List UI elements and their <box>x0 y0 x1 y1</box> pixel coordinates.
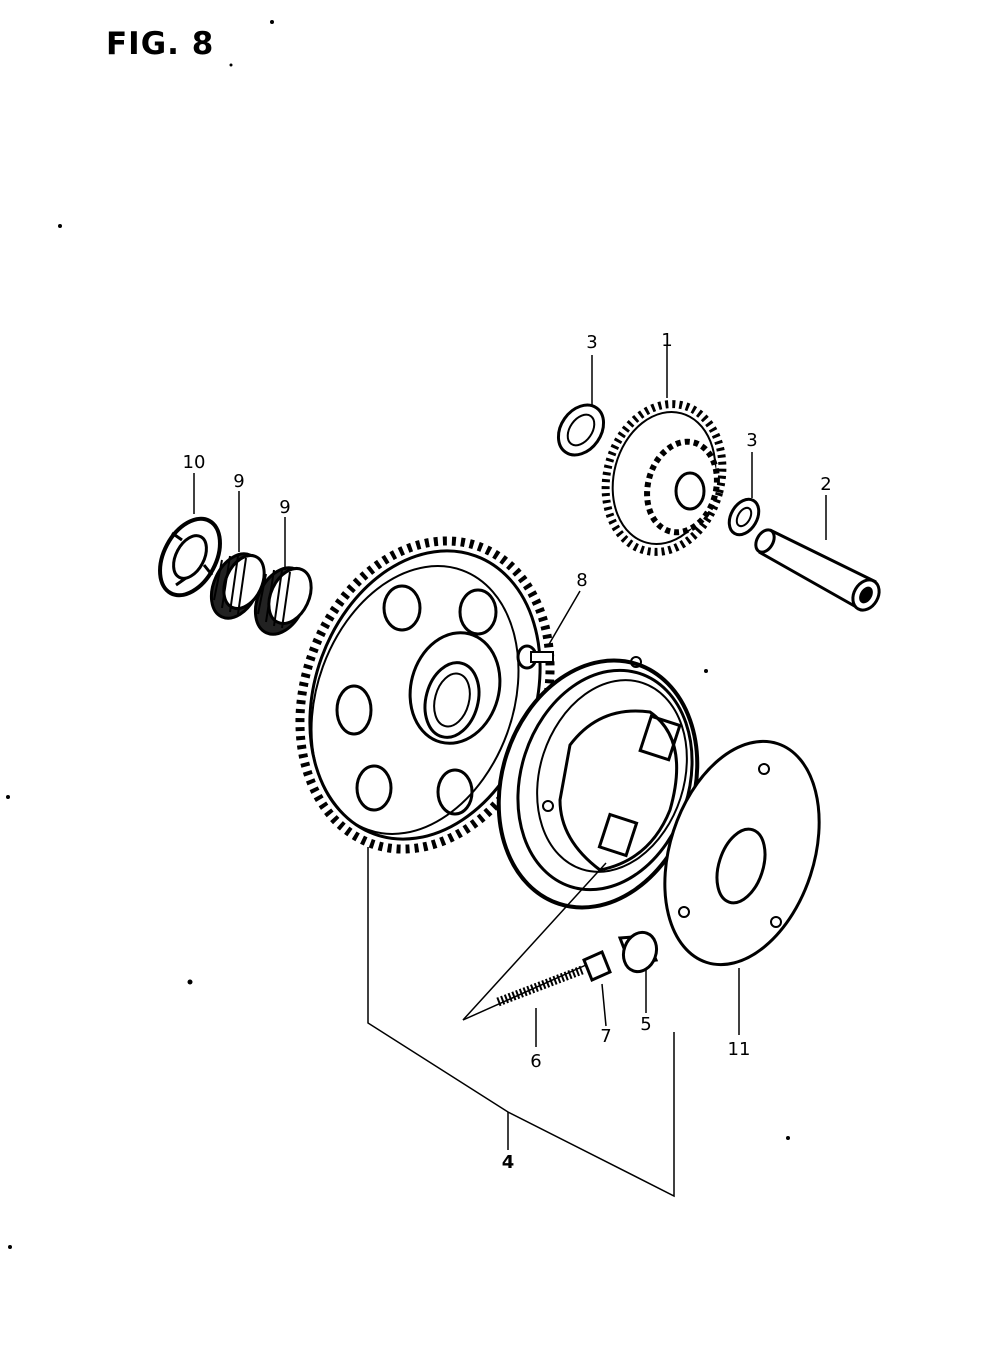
starter-driven-gear <box>295 536 555 854</box>
washer-part-3-upper <box>556 403 606 457</box>
callout-9-left: 9 <box>233 471 244 492</box>
callout-8: 8 <box>576 570 587 591</box>
starter-idle-gear-part-1 <box>601 400 727 556</box>
thrust-washer-part-10 <box>158 516 222 598</box>
roller-part-5 <box>617 930 659 974</box>
cover-plate-part-11 <box>663 739 821 967</box>
callout-3-upper: 3 <box>586 332 597 353</box>
callout-3-lower: 3 <box>746 430 757 451</box>
callout-11: 11 <box>728 1039 751 1060</box>
callout-labels: 1 2 3 3 4 5 6 7 8 9 9 10 11 <box>183 330 832 1173</box>
callout-7: 7 <box>600 1026 611 1047</box>
callout-2: 2 <box>820 474 831 495</box>
callout-5: 5 <box>640 1014 651 1035</box>
figure-title: FIG. 8 <box>106 26 215 62</box>
callout-1: 1 <box>661 330 672 351</box>
callout-10: 10 <box>183 452 206 473</box>
starter-clutch-body <box>496 656 700 910</box>
callout-9-right: 9 <box>279 497 290 518</box>
needle-bearing-part-9-left <box>209 552 266 620</box>
callout-6: 6 <box>530 1051 541 1072</box>
shaft-part-2 <box>754 528 881 612</box>
washer-part-3-lower <box>727 497 761 537</box>
scan-specks <box>6 20 790 1249</box>
leader-lines <box>193 345 827 1198</box>
callout-4: 4 <box>502 1152 515 1173</box>
needle-bearing-part-9-right <box>253 566 313 636</box>
bolt-part-8 <box>516 644 554 670</box>
plunger-part-7 <box>582 949 612 983</box>
